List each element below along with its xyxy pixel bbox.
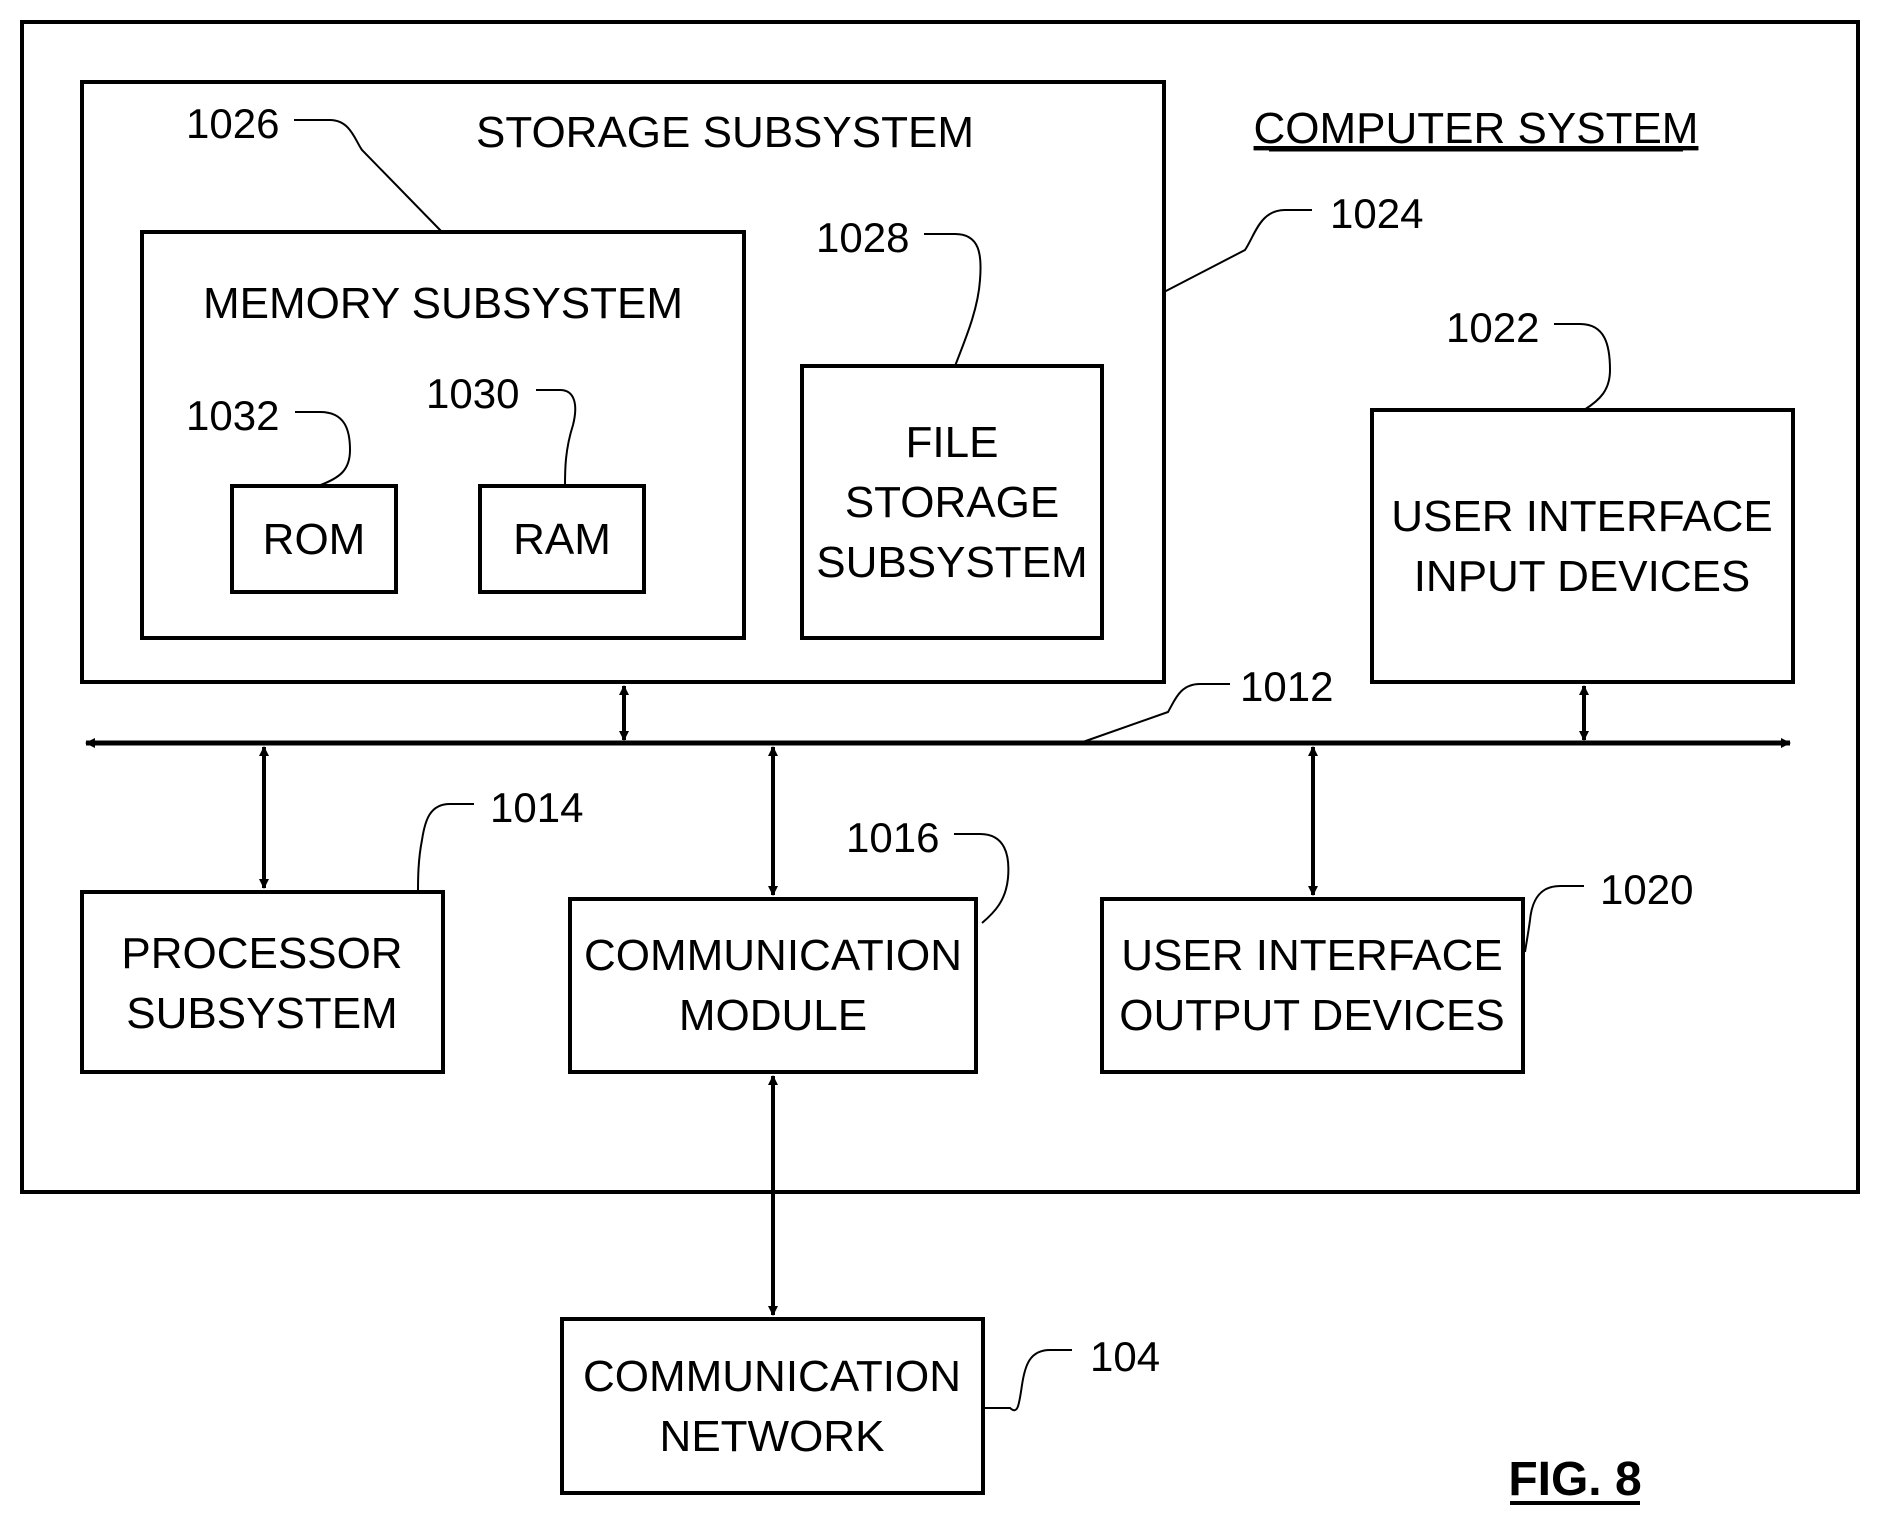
leader-1024 [1164,210,1312,292]
ref-1014: 1014 [490,784,583,831]
ref-1032: 1032 [186,392,279,439]
ref-104: 104 [1090,1333,1160,1380]
rom-label: ROM [263,515,366,564]
file-storage-line-2: STORAGE [845,478,1059,527]
storage-subsystem-label: STORAGE SUBSYSTEM [476,108,974,157]
communication-network-box [562,1319,983,1493]
ref-1030: 1030 [426,370,519,417]
file-storage-line-3: SUBSYSTEM [816,538,1087,587]
leader-1022 [1554,324,1610,410]
ref-1028: 1028 [816,214,909,261]
file-storage-line-1: FILE [906,418,999,467]
ram-label: RAM [513,515,611,564]
ui-input-line-2: INPUT DEVICES [1414,552,1751,601]
leader-104 [984,1350,1072,1410]
ref-1012: 1012 [1240,663,1333,710]
memory-subsystem-label: MEMORY SUBSYSTEM [203,279,683,328]
processor-line-1: PROCESSOR [121,929,402,978]
processor-line-2: SUBSYSTEM [126,989,397,1038]
ui-output-devices-box [1102,899,1523,1072]
ui-input-line-1: USER INTERFACE [1391,492,1772,541]
processor-subsystem-box [82,892,443,1072]
leader-1012 [1080,684,1230,743]
ref-1016: 1016 [846,814,939,861]
ui-input-devices-box [1372,410,1793,682]
ui-output-line-2: OUTPUT DEVICES [1119,991,1504,1040]
leader-1020 [1525,886,1584,952]
ref-1020: 1020 [1600,866,1693,913]
figure-label: FIG. 8 [1508,1453,1641,1506]
comm-module-line-1: COMMUNICATION [584,931,962,980]
leader-1014 [418,804,474,892]
comm-module-line-2: MODULE [679,991,867,1040]
comm-network-line-1: COMMUNICATION [583,1352,961,1401]
ref-1026: 1026 [186,100,279,147]
comm-network-line-2: NETWORK [660,1412,885,1461]
ui-output-line-1: USER INTERFACE [1121,931,1502,980]
communication-module-box [570,899,976,1072]
ref-1024: 1024 [1330,190,1423,237]
computer-system-title: COMPUTER SYSTEM [1254,104,1699,153]
ref-1022: 1022 [1446,304,1539,351]
